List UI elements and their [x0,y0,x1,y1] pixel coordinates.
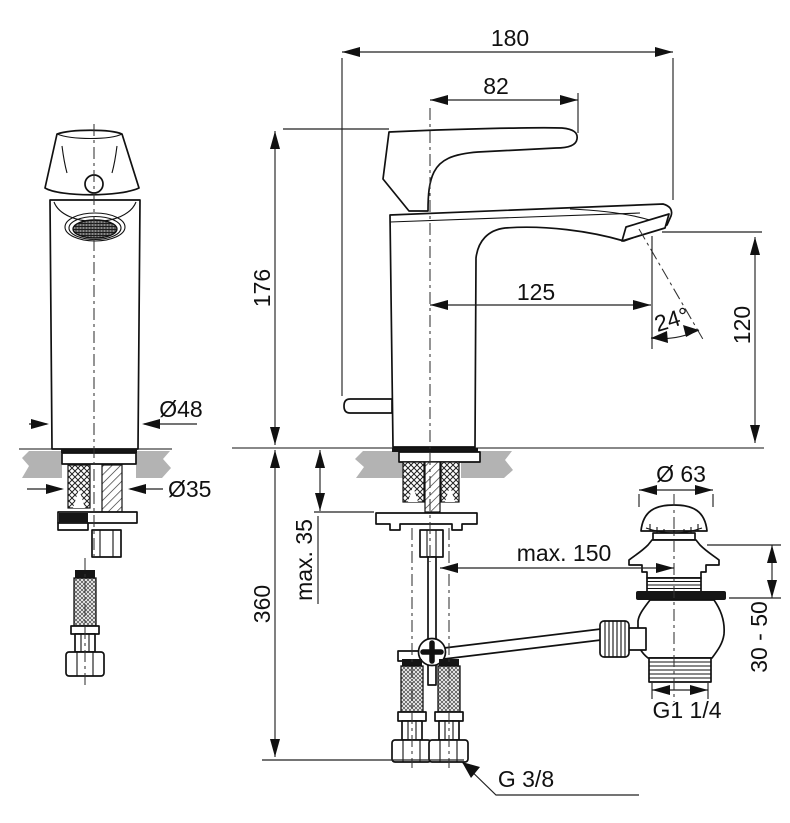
dim-d48-label: Ø48 [159,396,202,422]
arrowhead [31,419,49,429]
front-base-gasket [61,449,137,453]
arrowhead [656,563,674,573]
hose-right-cap [439,659,459,667]
dimensions: 180 82 176 125 24° 120 Ø4 [27,25,781,796]
counter-slab-front-left [22,451,62,478]
arrowhead [270,131,280,149]
waste-lower-thread-lines [649,661,711,679]
side-fixing-set [375,448,481,558]
front-fixing-set [57,449,138,677]
dim-max35-label: max. 35 [291,519,317,601]
horizontal-lever-rod [443,628,602,660]
deck-second-line [389,212,641,223]
arrowhead [767,545,777,563]
side-base-gasket [392,448,478,452]
water-stream-line [638,228,705,342]
side-seal-right-notch [445,486,455,502]
aerator-face [72,219,118,239]
waste-seal-flange [636,591,726,600]
front-handle-top-rim [56,133,123,139]
arrowhead [270,739,280,757]
arrowhead [315,493,325,511]
rod-knurled-knob [599,620,630,658]
dim-g38-label: G 3/8 [498,766,554,792]
front-mounting-nut [91,529,122,558]
front-washer-tab [57,522,89,531]
popup-rod [427,556,437,686]
front-flange-plate [61,452,137,465]
arrowhead [440,563,458,573]
rod-knob-collar [627,627,647,651]
dim-360-label: 360 [249,585,275,623]
arrowhead [46,484,64,494]
front-threaded-stud [101,464,123,513]
aerator-ring-inner [68,215,122,241]
arrowhead [651,331,668,343]
arrowhead [652,685,670,695]
side-body-and-spout [389,203,673,448]
arrowhead [750,425,760,443]
arrowhead [430,300,448,310]
waste-body [637,599,725,659]
dim-125-label: 125 [517,279,555,305]
front-body [49,199,141,450]
arrowhead [690,685,708,695]
front-view [44,129,141,450]
dim-3050-label: 30 - 50 [746,601,772,673]
dim-180-label: 180 [491,25,529,51]
front-washer-shadow [59,513,88,522]
dim-120-label: 120 [729,306,755,344]
side-flange-plate [398,451,481,463]
side-horseshoe-washer [375,512,478,531]
dim-g114-label: G1 1/4 [652,697,721,723]
spout-aerator-band [621,213,670,242]
side-mounting-nut [419,529,444,558]
arrowhead [750,237,760,255]
front-handle-shade-right [111,145,118,174]
counter-slab-side-left [355,451,404,478]
arrowhead [633,300,651,310]
front-handle [44,129,140,196]
front-seal-cone-notch [73,489,85,508]
arrowhead [639,485,657,495]
popup-rod-assembly [397,556,602,686]
dim-max150-label: max. 150 [517,540,612,566]
arrowhead [270,427,280,445]
dim-d63-label: Ø 63 [656,461,706,487]
arrowhead [655,47,673,57]
arrowhead [683,325,699,337]
arrowhead [560,95,578,105]
side-threaded-stud [424,461,441,513]
arrowhead [430,95,448,105]
dim-d35-label: Ø35 [168,476,211,502]
arrowhead [695,485,713,495]
aerator-ring-outer [64,212,126,242]
popup-knob-rear [343,398,393,414]
dim-82-label: 82 [483,73,509,99]
arrowhead [342,47,360,57]
side-view [343,126,673,448]
arrowhead [767,580,777,598]
front-horseshoe-washer [57,511,138,524]
popup-waste-assembly [599,504,726,683]
rod-knob-knurling [604,621,626,657]
side-handle [382,126,578,212]
arrowhead [128,484,146,494]
dim-176-label: 176 [249,269,275,307]
centerlines [84,108,705,768]
arrowhead [462,762,480,778]
hose-left-cap [402,659,422,667]
arrowhead [315,450,325,468]
arrowhead [270,450,280,468]
side-seal-left-notch [408,486,418,502]
counter-slab-front-right [136,451,171,478]
front-handle-shade-left [61,145,68,174]
pivot-screw-cross-icon [420,640,444,664]
arrowhead [142,419,160,429]
